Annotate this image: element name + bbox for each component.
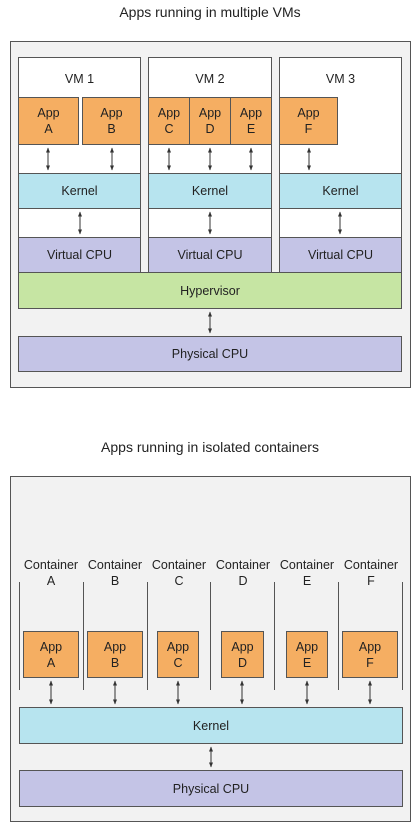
kernel-label: Kernel	[192, 718, 230, 733]
vm-app-a: App A	[18, 97, 79, 145]
container-divider	[147, 582, 148, 690]
hypervisor: Hypervisor	[18, 272, 402, 309]
container-divider	[402, 582, 403, 690]
vm-1-label: VM 1	[64, 72, 95, 86]
app-label: App	[239, 106, 263, 120]
app-id: A	[46, 655, 56, 670]
app-label: App	[231, 639, 254, 654]
app-label: App	[103, 639, 127, 654]
vm-1-kernel: Kernel	[18, 173, 141, 209]
container-divider	[274, 582, 275, 690]
vm-3-label: VM 3	[325, 72, 356, 86]
kernel-label: Kernel	[322, 184, 359, 198]
app-id: B	[107, 122, 116, 136]
container-physical-cpu: Physical CPU	[19, 770, 403, 807]
vm-2-label: VM 2	[195, 72, 225, 86]
app-label: App	[297, 106, 320, 120]
container-f-label: Container F	[338, 557, 404, 589]
app-id: B	[110, 655, 120, 670]
shared-kernel: Kernel	[19, 707, 403, 744]
container-label-line: Container	[215, 558, 271, 572]
container-id: B	[110, 574, 120, 588]
app-id: C	[164, 122, 174, 136]
vm-app-c: App C	[148, 97, 190, 145]
vm-app-d: App D	[189, 97, 231, 145]
app-label: App	[37, 106, 60, 120]
container-divider	[19, 582, 20, 690]
container-id: E	[302, 574, 312, 588]
container-c-label: Container C	[146, 557, 212, 589]
container-label-line: Container	[23, 558, 79, 572]
container-app-a: App A	[23, 631, 79, 678]
vm-2-kernel: Kernel	[148, 173, 272, 209]
vm-app-f: App F	[279, 97, 338, 145]
container-id: C	[174, 574, 184, 588]
app-id: D	[237, 655, 248, 670]
app-id: C	[173, 655, 183, 670]
container-d-label: Container D	[210, 557, 276, 589]
vm-app-b: App B	[82, 97, 141, 145]
container-app-d: App D	[221, 631, 264, 678]
container-divider	[210, 582, 211, 690]
app-label: App	[100, 106, 123, 120]
container-a-label: Container A	[18, 557, 84, 589]
app-id: E	[246, 122, 256, 136]
vm-1-virtual-cpu: Virtual CPU	[18, 237, 141, 273]
container-e-label: Container E	[274, 557, 340, 589]
container-id: D	[238, 574, 248, 588]
app-label: App	[39, 639, 63, 654]
container-diagram-title: Apps running in isolated containers	[101, 439, 319, 455]
container-label-line: Container	[151, 558, 207, 572]
app-id: D	[205, 122, 215, 136]
app-id: A	[44, 122, 53, 136]
container-app-e: App E	[286, 631, 328, 678]
container-app-b: App B	[87, 631, 143, 678]
vm-3-virtual-cpu: Virtual CPU	[279, 237, 402, 273]
kernel-label: Kernel	[61, 184, 98, 198]
container-id: F	[367, 574, 375, 588]
vm-app-e: App E	[230, 97, 272, 145]
physical-cpu-label: Physical CPU	[171, 347, 249, 361]
container-app-c: App C	[157, 631, 199, 678]
vm-3-kernel: Kernel	[279, 173, 402, 209]
virtual-cpu-label: Virtual CPU	[46, 248, 113, 262]
container-label-line: Container	[87, 558, 143, 572]
container-b-label: Container B	[82, 557, 148, 589]
container-label-line: Container	[279, 558, 335, 572]
app-id: E	[302, 655, 312, 670]
vm-2-virtual-cpu: Virtual CPU	[148, 237, 272, 273]
container-divider	[338, 582, 339, 690]
app-id: F	[366, 655, 374, 670]
virtual-cpu-label: Virtual CPU	[307, 248, 374, 262]
physical-cpu-label: Physical CPU	[172, 781, 250, 796]
container-label-line: Container	[343, 558, 399, 572]
app-label: App	[295, 639, 319, 654]
virtual-cpu-label: Virtual CPU	[177, 248, 243, 262]
app-label: App	[198, 106, 222, 120]
app-label: App	[358, 639, 382, 654]
app-label: App	[166, 639, 190, 654]
container-id: A	[46, 574, 56, 588]
app-label: App	[157, 106, 181, 120]
vm-diagram-title: Apps running in multiple VMs	[119, 4, 301, 20]
vm-physical-cpu: Physical CPU	[18, 336, 402, 372]
container-app-f: App F	[342, 631, 398, 678]
kernel-label: Kernel	[191, 184, 229, 198]
app-id: F	[304, 122, 313, 136]
container-divider	[83, 582, 84, 690]
hypervisor-label: Hypervisor	[180, 283, 240, 298]
